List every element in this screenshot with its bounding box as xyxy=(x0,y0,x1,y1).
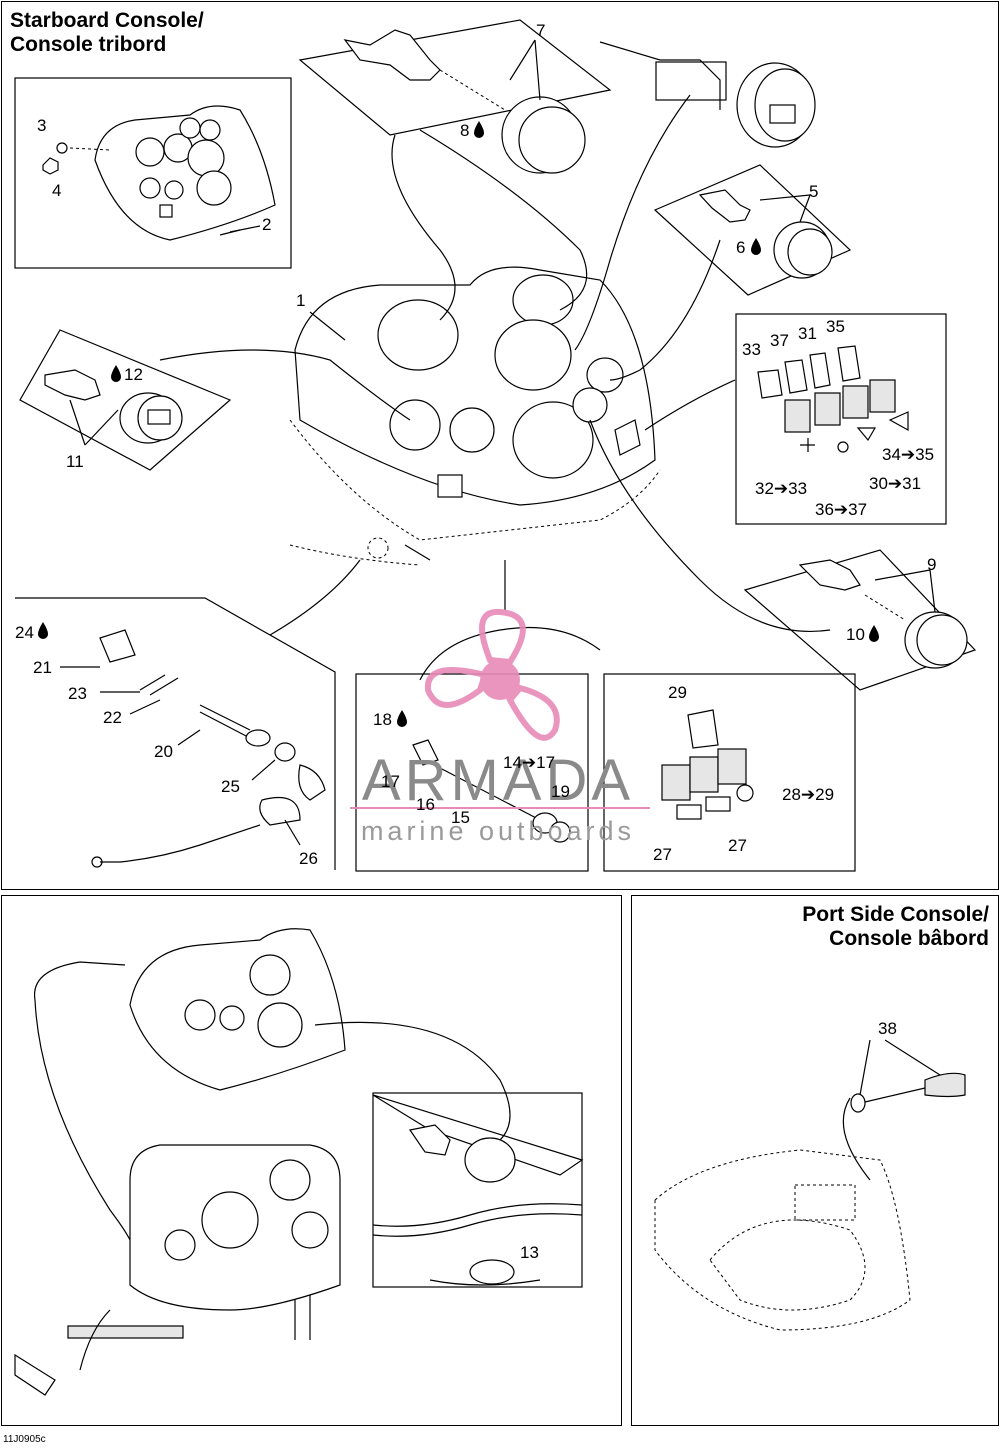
callout-11: 11 xyxy=(66,452,84,471)
callout-34-35: 34➔35 xyxy=(882,445,934,464)
trolling-kit-drawing xyxy=(412,739,571,843)
inset-console-drawing xyxy=(42,105,276,241)
oil-drop-icon xyxy=(111,365,121,382)
gauge-5-frame xyxy=(653,164,852,296)
callout-2: 2 xyxy=(262,215,271,234)
callout-4: 4 xyxy=(52,181,61,200)
gauge-7-frame xyxy=(298,19,612,136)
inset-console-box xyxy=(14,77,292,269)
callout-27b: 27 xyxy=(728,836,747,855)
gauge-13-box xyxy=(372,1092,583,1288)
callout-37: 37 xyxy=(770,331,789,350)
oil-drop-icon xyxy=(397,710,407,727)
port-side-console-panel xyxy=(631,895,999,1426)
callout-26: 26 xyxy=(299,849,318,868)
callout-16: 16 xyxy=(416,795,435,814)
port-title-line2: Console bâbord xyxy=(829,927,989,950)
callout-12: 12 xyxy=(124,365,143,384)
start-stop-kit-drawing xyxy=(661,709,754,820)
starboard-title-line2: Console tribord xyxy=(10,33,167,56)
callout-23: 23 xyxy=(68,684,87,703)
gauge-10-drawing xyxy=(798,559,968,669)
callout-15: 15 xyxy=(451,808,470,827)
callout-38: 38 xyxy=(878,1019,897,1038)
switch-kit-box xyxy=(735,313,947,525)
main-console-drawing xyxy=(289,266,661,566)
port-title-line1: Port Side Console/ xyxy=(802,903,989,926)
callout-19: 19 xyxy=(551,782,570,801)
port-side-console-title: Port Side Console/ Console bâbord xyxy=(802,903,989,951)
callout-5: 5 xyxy=(809,182,818,201)
lower-console-drawing xyxy=(14,928,511,1396)
callout-21: 21 xyxy=(33,658,52,677)
oil-drop-icon xyxy=(38,622,48,639)
gauge-6-drawing xyxy=(698,189,833,279)
gauge-13-drawing xyxy=(372,1094,584,1286)
callout-6: 6 xyxy=(736,238,745,257)
oil-drop-icon xyxy=(474,121,484,138)
oil-drop-icons xyxy=(38,121,879,727)
callout-31: 31 xyxy=(798,324,817,343)
callout-14-17: 14➔17 xyxy=(503,753,555,772)
gauge-11-drawing xyxy=(44,369,183,444)
callout-9: 9 xyxy=(927,555,936,574)
harness-drawing xyxy=(91,629,326,868)
callout-10: 10 xyxy=(846,625,865,644)
callout-7: 7 xyxy=(536,21,545,40)
callout-27a: 27 xyxy=(653,845,672,864)
start-stop-kit-box xyxy=(603,673,856,872)
callout-22: 22 xyxy=(103,708,122,727)
callouts: 1 2 3 4 5 6 7 8 9 10 11 12 13 14➔17 15 1… xyxy=(15,21,936,1262)
callout-32-33: 32➔33 xyxy=(755,479,807,498)
callout-1: 1 xyxy=(296,291,305,310)
port-console-drawing xyxy=(654,1039,966,1331)
switch-kit-drawing xyxy=(757,345,909,453)
starboard-title-line1: Starboard Console/ xyxy=(10,9,204,32)
oil-drop-icon xyxy=(869,625,879,642)
callout-24: 24 xyxy=(15,623,34,642)
gauge-8-drawing xyxy=(343,29,586,174)
drawing-code: 11J0905c xyxy=(3,1434,46,1445)
starboard-console-title: Starboard Console/ Console tribord xyxy=(10,9,204,57)
callout-29: 29 xyxy=(668,683,687,702)
callout-30-31: 30➔31 xyxy=(869,474,921,493)
oil-drop-icon xyxy=(751,238,761,255)
callout-20: 20 xyxy=(154,742,173,761)
callout-8: 8 xyxy=(460,121,469,140)
callout-33: 33 xyxy=(742,340,761,359)
callout-18: 18 xyxy=(373,710,392,729)
gauge-11-frame xyxy=(19,329,232,471)
callout-35: 35 xyxy=(826,317,845,336)
callout-3: 3 xyxy=(37,116,46,135)
callout-36-37: 36➔37 xyxy=(815,500,867,519)
digital-gauge-drawing xyxy=(599,41,816,148)
callout-25: 25 xyxy=(221,777,240,796)
callout-13: 13 xyxy=(520,1243,539,1262)
callout-28-29: 28➔29 xyxy=(782,785,834,804)
callout-17: 17 xyxy=(381,772,400,791)
